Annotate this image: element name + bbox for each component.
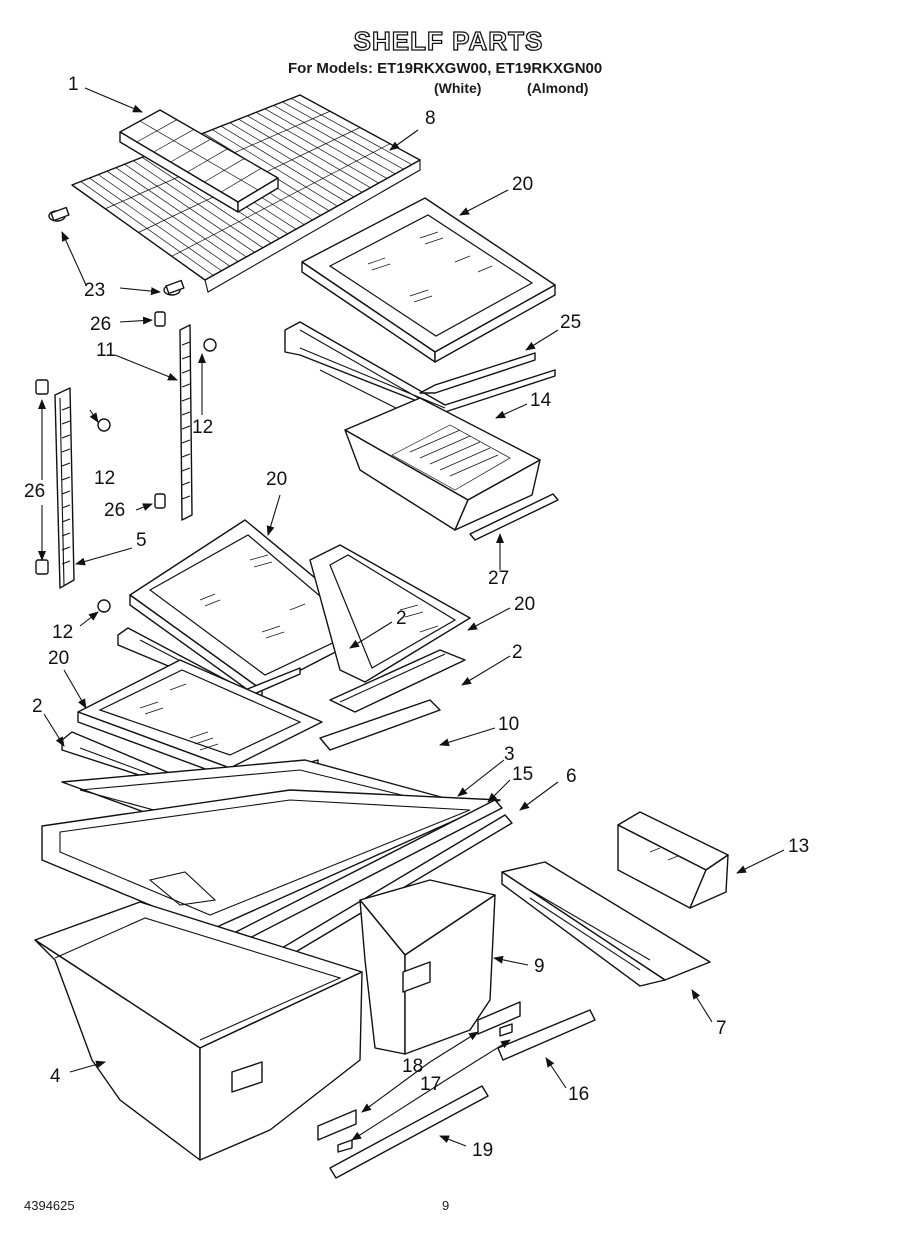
meat-pan-part-14 — [344, 397, 541, 531]
glass-shelf-part-20-middle — [129, 519, 379, 701]
doc-number: 4394625 — [24, 1198, 75, 1213]
callout-20: 20 — [514, 594, 535, 615]
callout-11: 11 — [96, 340, 116, 361]
frame-part-25 — [284, 321, 556, 416]
callout-4: 4 — [50, 1066, 61, 1087]
trim-part-27 — [469, 493, 559, 541]
label-part-18 — [317, 1001, 521, 1141]
page-title: SHELF PARTS — [353, 25, 544, 56]
callout-13: 13 — [788, 836, 809, 857]
callout-26: 26 — [104, 500, 125, 521]
crisper-bin-part-4 — [34, 901, 363, 1161]
frame-part-10 — [319, 699, 441, 751]
ice-tray-part-1 — [119, 109, 279, 213]
callout-8: 8 — [425, 108, 436, 129]
callout-20: 20 — [48, 648, 69, 669]
dairy-bin-part-13 — [617, 811, 729, 909]
callout-23: 23 — [84, 280, 105, 301]
trim-part-16 — [497, 1009, 596, 1061]
callout-19: 19 — [472, 1140, 493, 1161]
page-number: 9 — [442, 1198, 450, 1213]
callout-16: 16 — [568, 1084, 589, 1105]
callout-7: 7 — [716, 1018, 727, 1039]
stud-part-23 — [48, 206, 185, 296]
callout-27: 27 — [488, 568, 509, 589]
callout-18: 18 — [402, 1056, 423, 1077]
callout-2: 2 — [512, 642, 523, 663]
callout-1: 1 — [68, 74, 79, 95]
callout-5: 5 — [136, 530, 147, 551]
callout-26: 26 — [90, 314, 111, 335]
variant-white: (White) — [434, 80, 482, 96]
callout-12: 12 — [94, 468, 115, 489]
callout-12: 12 — [192, 417, 213, 438]
callout-15: 15 — [512, 764, 533, 785]
bracket-part-7 — [501, 861, 711, 987]
screw-part-12 — [97, 338, 217, 613]
leader-lines — [38, 87, 785, 1147]
callout-3: 3 — [504, 744, 515, 765]
crisper-cover-part-6 — [41, 789, 501, 931]
callout-14: 14 — [530, 390, 552, 411]
clip-part-17 — [337, 1023, 513, 1153]
models-line: For Models: ET19RKXGW00, ET19RKXGN00 — [288, 60, 603, 77]
rail-part-5 — [35, 379, 75, 589]
callout-25: 25 — [560, 312, 581, 333]
callout-6: 6 — [566, 766, 577, 787]
callout-20: 20 — [512, 174, 533, 195]
callout-2: 2 — [32, 696, 43, 717]
frame-part-2-b — [329, 649, 466, 713]
callout-17: 17 — [420, 1074, 441, 1095]
callout-12: 12 — [52, 622, 73, 643]
trim-part-19 — [329, 1085, 489, 1179]
callout-9: 9 — [534, 956, 545, 977]
callout-labels: 1 8 20 23 26 25 11 12 14 12 26 20 26 5 2… — [24, 74, 809, 1161]
crisper-bin-part-9 — [359, 879, 496, 1055]
variant-almond: (Almond) — [527, 80, 589, 96]
glass-shelf-part-20-upper — [301, 197, 556, 363]
callout-2: 2 — [396, 608, 407, 629]
rail-part-11 — [154, 311, 193, 521]
callout-10: 10 — [498, 714, 519, 735]
callout-26: 26 — [24, 481, 45, 502]
callout-20: 20 — [266, 469, 287, 490]
